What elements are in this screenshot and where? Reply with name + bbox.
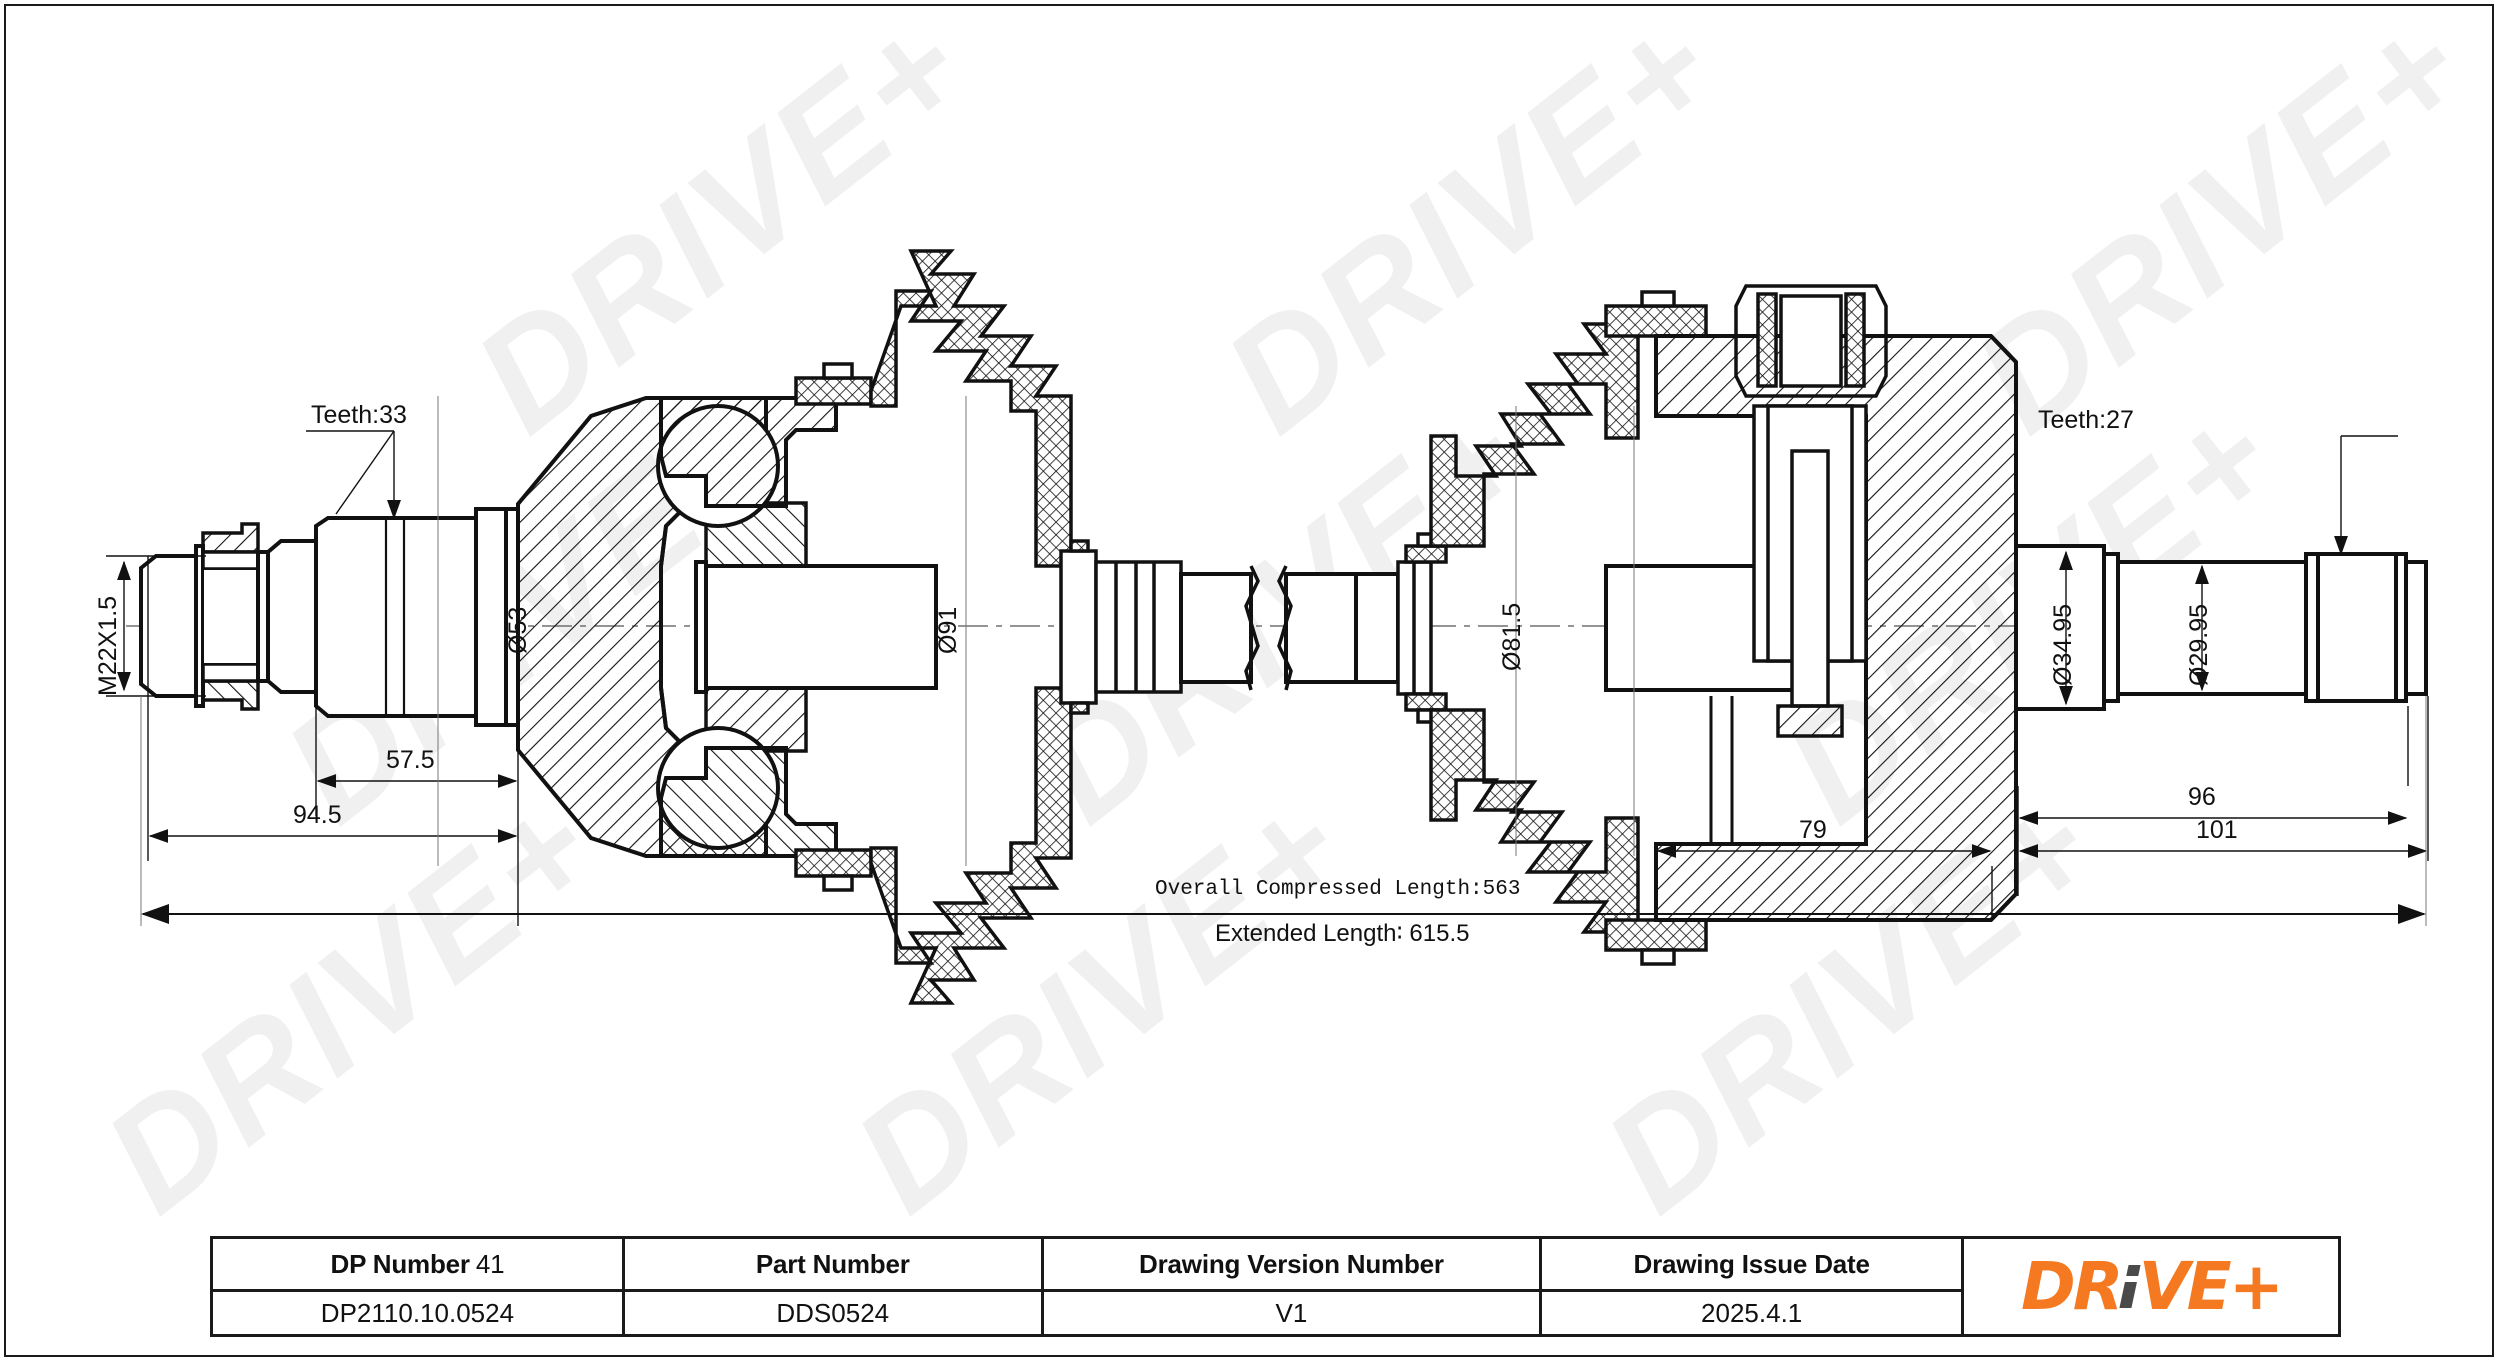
spline-section-left	[314, 516, 478, 718]
retaining-ring-left	[474, 507, 520, 727]
rubber-boot-left	[869, 249, 1073, 1005]
dp-number-value: DP2110.10.0524	[320, 1297, 515, 1328]
drawing-version-value: V1	[1275, 1297, 1308, 1328]
logo-exclamation-icon	[2119, 1265, 2141, 1308]
tripod-track-lines	[1709, 696, 1734, 844]
boot-clamp-right	[1604, 290, 1708, 966]
extended-length-label: Extended Length∶ 615.5	[1215, 920, 1470, 947]
titleblock-column-dp-number: DP Number 41 DP2110.10.0524	[213, 1239, 625, 1334]
dp-number-header-suffix: 41	[475, 1248, 505, 1279]
shaft-to-right	[1354, 572, 1400, 684]
titleblock-column-logo: DR VE +	[1964, 1239, 2338, 1334]
shaft-step-1	[256, 539, 318, 694]
drawing-version-header: Drawing Version Number	[1043, 1239, 1540, 1292]
dim-101-label: 101	[2196, 816, 2238, 844]
logo-text-dr: DR	[2020, 1247, 2124, 1325]
part-number-value: DDS0524	[776, 1297, 890, 1328]
dim-79-label: 79	[1799, 816, 1827, 844]
output-shaft-d2995	[2116, 552, 2320, 703]
logo-text-ve: VE	[2138, 1247, 2232, 1325]
dia-2995-label: Ø29.95	[2185, 603, 2213, 686]
threaded-stub	[139, 544, 205, 708]
dia-53-label: Ø53	[504, 606, 532, 654]
logo-text-plus: +	[2228, 1247, 2284, 1325]
titleblock-column-issue-date: Drawing Issue Date 2025.4.1	[1542, 1239, 1965, 1334]
teeth-right-label: Teeth:27	[2038, 406, 2134, 434]
boot-neck-clamp-left	[1059, 539, 1098, 715]
shaft-ribs-left	[1094, 560, 1183, 694]
teeth-left-label: Teeth:33	[311, 401, 407, 429]
issue-date-value: 2025.4.1	[1701, 1297, 1803, 1328]
titleblock-column-part-number: Part Number DDS0524	[624, 1239, 1044, 1334]
cv-cage	[659, 396, 838, 858]
dp-number-header: DP Number 41	[213, 1239, 622, 1292]
spline-teeth-marks	[384, 518, 406, 716]
rubber-boot-right	[1429, 322, 1640, 934]
dia-815-label: Ø81.5	[1498, 602, 1526, 671]
overall-compressed-length-label: Overall Compressed Length:563	[1155, 878, 1521, 901]
dia-91-label: Ø91	[934, 606, 962, 654]
dim-94-5-label: 94.5	[293, 801, 342, 829]
titleblock-column-drawing-version: Drawing Version Number V1	[1043, 1239, 1543, 1334]
break-line	[1244, 565, 1293, 691]
thread-label: M22X1.5	[94, 595, 122, 696]
tripod-roller	[1734, 284, 1888, 738]
issue-date-header: Drawing Issue Date	[1542, 1239, 1962, 1292]
dimension-lines	[106, 396, 2429, 926]
spline-section-right	[2316, 552, 2428, 703]
shaft-assembly-drawing	[106, 249, 2429, 1005]
inner-shaft-left	[694, 560, 938, 694]
boot-neck-clamp-right	[1396, 532, 1448, 724]
dp-number-header-text: DP Number	[330, 1248, 471, 1279]
title-block: DP Number 41 DP2110.10.0524 Part Number …	[210, 1236, 2341, 1337]
nut-collar	[201, 522, 260, 711]
dim-96-label: 96	[2188, 783, 2216, 811]
boot-clamp-left	[794, 362, 873, 892]
drawing-frame: DRIVE+ DRIVE+ DRIVE+ DRIVE+ DRIVE+ DRIVE…	[4, 4, 2494, 1357]
dia-3495-label: Ø34.95	[2049, 603, 2077, 686]
part-number-header: Part Number	[624, 1239, 1041, 1292]
dim-57-5-label: 57.5	[386, 746, 435, 774]
drive-plus-logo: DR VE +	[2020, 1247, 2284, 1325]
mid-shaft	[1179, 572, 1358, 684]
